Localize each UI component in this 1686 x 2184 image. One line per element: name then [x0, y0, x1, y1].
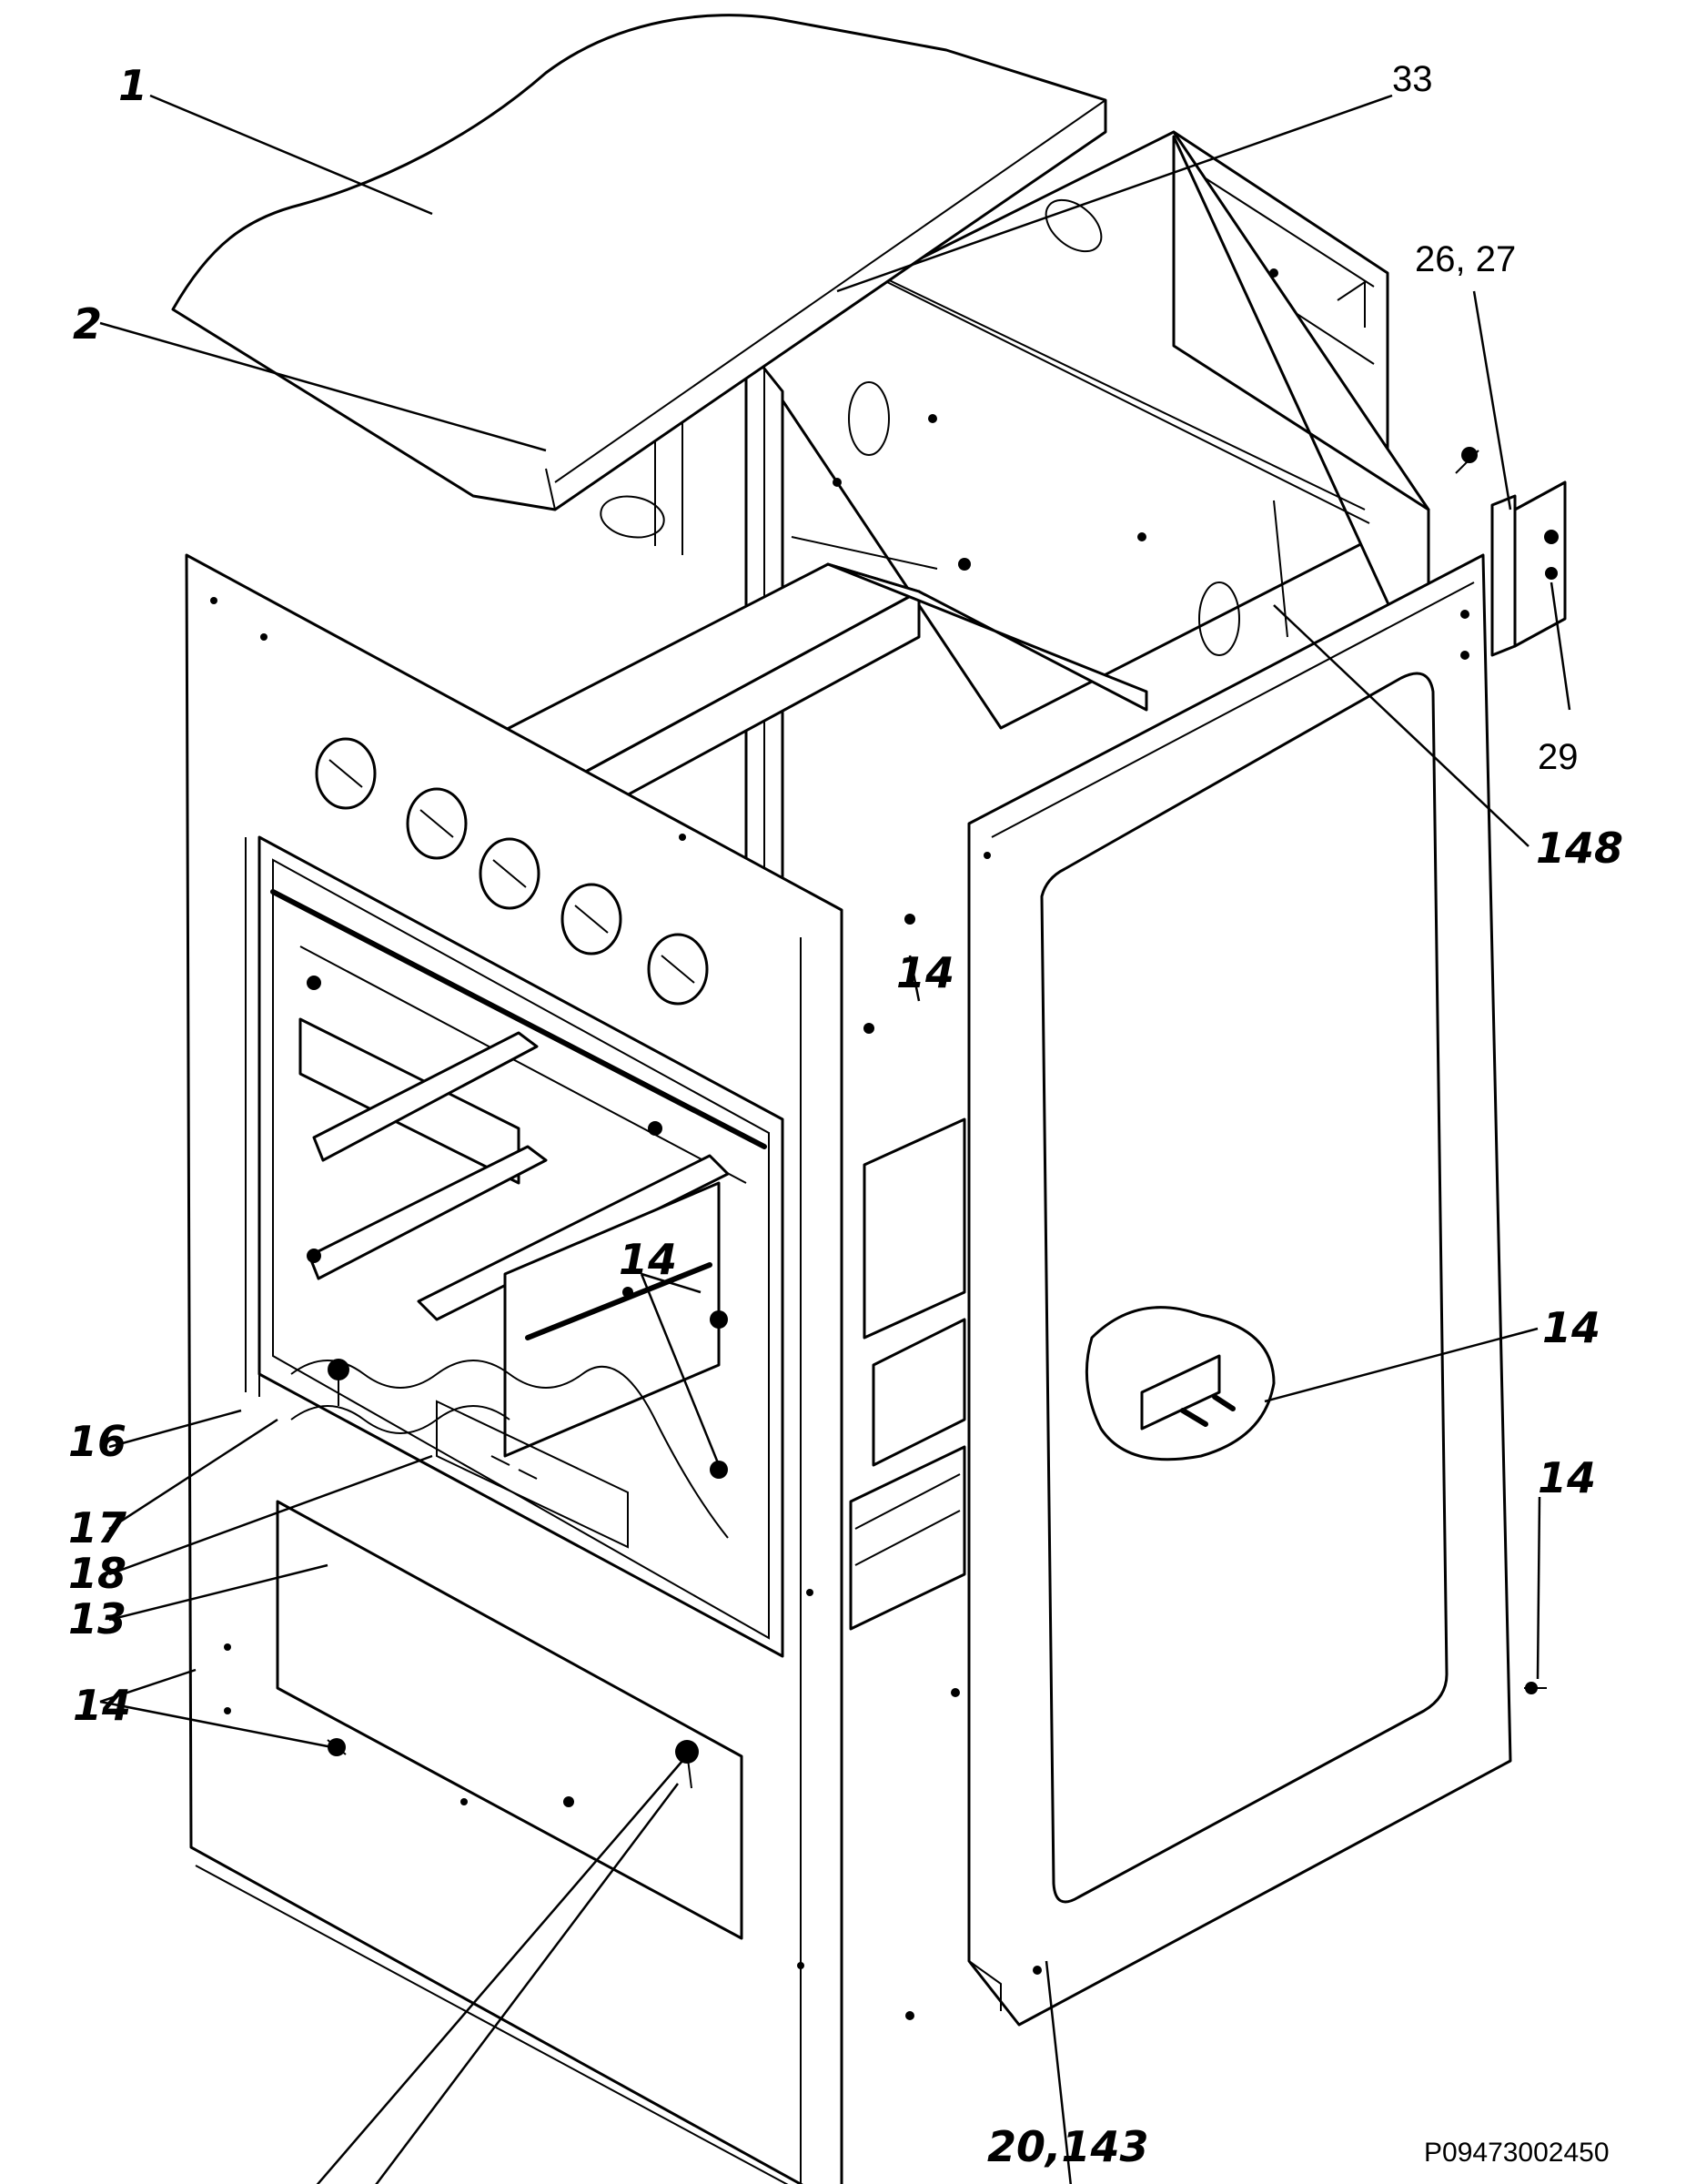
callout-148: 148 — [1536, 824, 1623, 873]
callout-14-bottom: 14 — [368, 2181, 427, 2184]
drawing-reference-code: P09473002450 — [1424, 2138, 1610, 2168]
callout-14-left: 14 — [73, 1681, 131, 1730]
oven-cavity — [245, 837, 767, 1549]
callout-14-side: 14 — [1542, 1303, 1600, 1352]
callout-18: 18 — [68, 1549, 126, 1598]
callout-13-left: 13 — [68, 1594, 126, 1643]
side-panel — [967, 553, 1512, 2027]
callout-17: 17 — [68, 1503, 126, 1552]
top-cover — [171, 14, 1107, 511]
screws — [327, 1359, 1547, 1807]
cabinet-body — [490, 130, 1430, 1294]
callout-13-bottom: 13 — [268, 2181, 327, 2184]
callout-16: 16 — [68, 1417, 126, 1466]
callout-20-143: 20,143 — [987, 2122, 1149, 2171]
callout-14-cavity: 14 — [619, 1235, 677, 1284]
callout-33: 33 — [1392, 59, 1433, 99]
callout-26-27: 26, 27 — [1415, 239, 1516, 279]
callout-labels: 1 2 33 26, 27 29 148 14 14 14 14 14 14 1… — [68, 59, 1623, 2184]
callout-1: 1 — [118, 61, 147, 110]
callout-14-right: 14 — [1538, 1453, 1596, 1502]
hinge-bracket — [1455, 447, 1567, 657]
cabinet-side-hardware — [849, 914, 966, 2020]
leader-lines — [99, 94, 1571, 2184]
callout-2: 2 — [73, 299, 102, 349]
callout-29: 29 — [1538, 737, 1579, 777]
callout-14-upper: 14 — [896, 948, 954, 997]
